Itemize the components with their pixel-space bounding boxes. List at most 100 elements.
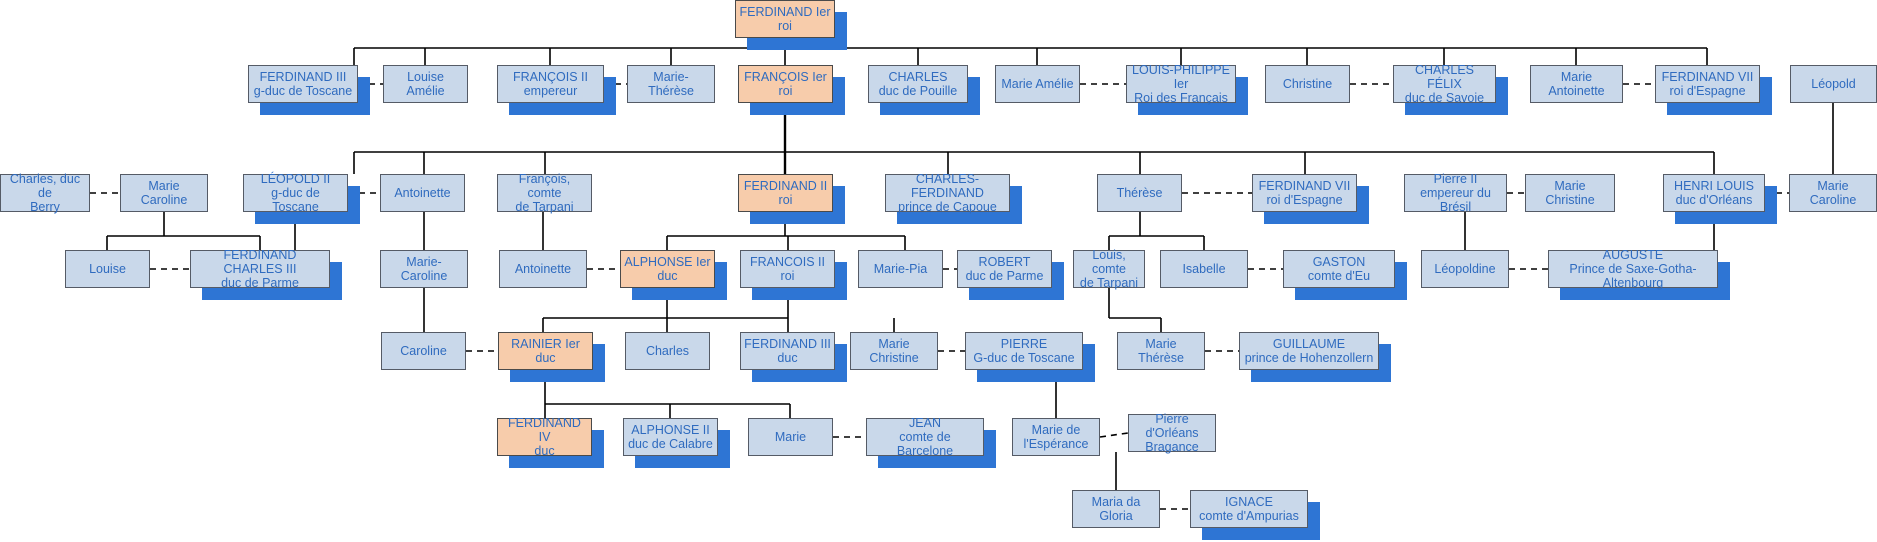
person-node[interactable]: Marie Christine <box>1525 174 1615 212</box>
person-node[interactable]: LOUIS-PHILIPPE Ier Roi des Français <box>1126 63 1236 105</box>
person-node[interactable]: Marie Christine <box>850 332 938 370</box>
person-label: FERDINAND CHARLES III duc de Parme <box>221 248 299 290</box>
person-node[interactable]: Thérèse <box>1097 174 1182 212</box>
person-label: FERDINAND VII roi d'Espagne <box>1661 70 1754 98</box>
person-node[interactable]: Pierre d'Orléans Bragance <box>1128 412 1216 454</box>
person-label: Pierre II empereur du Brésil <box>1420 172 1491 214</box>
person-label: RAINIER Ier duc <box>511 337 580 365</box>
person-label: Marie Christine <box>1545 179 1595 207</box>
person-label: IGNACE comte d'Ampurias <box>1199 495 1299 523</box>
person-node[interactable]: Christine <box>1265 65 1350 103</box>
person-node[interactable]: Marie Antoinette <box>1530 65 1623 103</box>
person-label: LÉOPOLD II g-duc de Toscane <box>260 172 331 214</box>
person-node[interactable]: FERDINAND III g-duc de Toscane <box>248 65 358 103</box>
person-node[interactable]: FERDINAND VII roi d'Espagne <box>1252 174 1357 212</box>
person-node[interactable]: Marie Caroline <box>120 174 208 212</box>
person-label: Antoinette <box>514 262 572 276</box>
person-node[interactable]: HENRI LOUIS duc d'Orléans <box>1663 174 1765 212</box>
person-label: Marie de l'Espérance <box>1023 423 1089 451</box>
person-label: Marie Caroline <box>140 179 188 207</box>
person-node[interactable]: Louis, comte de Tarpani <box>1073 248 1145 290</box>
person-node[interactable]: ROBERT duc de Parme <box>957 250 1052 288</box>
person-node[interactable]: Charles <box>625 332 710 370</box>
person-label: Marie Caroline <box>1809 179 1857 207</box>
person-label: Léopold <box>1811 77 1856 91</box>
person-label: LOUIS-PHILIPPE Ier Roi des Français <box>1132 63 1230 105</box>
person-label: CHARLES duc de Pouille <box>878 70 958 98</box>
person-label: ROBERT duc de Parme <box>965 255 1044 283</box>
person-node[interactable]: Antoinette <box>499 250 587 288</box>
person-node[interactable]: Isabelle <box>1160 250 1248 288</box>
person-label: Caroline <box>400 344 447 358</box>
person-label: FRANÇOIS Ier roi <box>744 70 827 98</box>
person-node[interactable]: FRANÇOIS Ier roi <box>738 65 833 103</box>
person-label: Isabelle <box>1182 262 1226 276</box>
person-node[interactable]: Louise <box>65 250 150 288</box>
person-label: FERDINAND III g-duc de Toscane <box>253 70 353 98</box>
person-node[interactable]: Marie-Pia <box>858 250 943 288</box>
person-label: FRANÇOIS II empereur <box>512 70 588 98</box>
person-label: Marie-Thérèse <box>648 70 694 98</box>
person-label: Thérèse <box>1116 186 1163 200</box>
person-node[interactable]: AUGUSTE Prince de Saxe-Gotha-Altenbourg <box>1548 248 1718 290</box>
person-node[interactable]: Pierre II empereur du Brésil <box>1404 172 1507 214</box>
person-node[interactable]: FERDINAND VII roi d'Espagne <box>1655 65 1760 103</box>
person-label: Pierre d'Orléans Bragance <box>1145 412 1199 454</box>
person-node[interactable]: Marie de l'Espérance <box>1012 418 1100 456</box>
person-node[interactable]: FERDINAND CHARLES III duc de Parme <box>190 248 330 290</box>
person-node[interactable]: Charles, duc de Berry <box>0 172 90 214</box>
person-label: HENRI LOUIS duc d'Orléans <box>1674 179 1754 207</box>
person-node[interactable]: FERDINAND IV duc <box>497 416 592 458</box>
person-node[interactable]: FERDINAND III duc <box>740 332 835 370</box>
person-label: CHARLES-FERDINAND prince de Capoue <box>898 172 997 214</box>
person-node[interactable]: Marie-Caroline <box>380 250 468 288</box>
person-label: FERDINAND III duc <box>744 337 831 365</box>
person-node[interactable]: Marie Thérèse <box>1117 332 1205 370</box>
person-node[interactable]: FRANÇOIS II empereur <box>497 65 604 103</box>
person-node[interactable]: Marie-Thérèse <box>627 65 715 103</box>
person-label: Louis, comte de Tarpani <box>1079 248 1139 290</box>
person-node[interactable]: IGNACE comte d'Ampurias <box>1190 490 1308 528</box>
person-node[interactable]: Léopoldine <box>1421 250 1509 288</box>
person-label: FERDINAND Ier roi <box>739 5 831 33</box>
person-label: Marie Amélie <box>1001 77 1074 91</box>
person-node[interactable]: CHARLES-FERDINAND prince de Capoue <box>885 172 1010 214</box>
person-node[interactable]: FRANCOIS II roi <box>740 250 835 288</box>
person-node[interactable]: Marie Amélie <box>995 65 1080 103</box>
person-node[interactable]: Maria da Gloria <box>1072 490 1160 528</box>
person-node[interactable]: ALPHONSE II duc de Calabre <box>623 418 718 456</box>
person-node[interactable]: Caroline <box>381 332 466 370</box>
person-node[interactable]: LÉOPOLD II g-duc de Toscane <box>243 172 348 214</box>
person-node[interactable]: CHARLES FÉLIX duc de Savoie <box>1393 63 1496 105</box>
person-node[interactable]: Léopold <box>1790 65 1877 103</box>
person-label: François, comte de Tarpani <box>515 172 574 214</box>
person-label: Louise <box>89 262 126 276</box>
person-node[interactable]: Marie Caroline <box>1789 174 1877 212</box>
person-node[interactable]: Louise Amélie <box>383 65 468 103</box>
person-label: Maria da Gloria <box>1091 495 1141 523</box>
person-label: Christine <box>1282 77 1333 91</box>
person-label: FERDINAND IV duc <box>508 416 581 458</box>
person-label: FERDINAND VII roi d'Espagne <box>1258 179 1351 207</box>
person-node[interactable]: RAINIER Ier duc <box>498 332 593 370</box>
person-label: GASTON comte d'Eu <box>1307 255 1371 283</box>
person-node[interactable]: JEAN comte de Barcelone <box>866 416 984 458</box>
person-node[interactable]: GUILLAUME prince de Hohenzollern <box>1239 332 1379 370</box>
person-label: Charles, duc de Berry <box>9 172 81 214</box>
person-label: PIERRE G-duc de Toscane <box>973 337 1075 365</box>
person-node[interactable]: Marie <box>748 418 833 456</box>
person-node[interactable]: PIERRE G-duc de Toscane <box>965 332 1083 370</box>
person-node[interactable]: FERDINAND Ier roi <box>735 0 835 38</box>
person-label: FRANCOIS II roi <box>749 255 825 283</box>
person-node[interactable]: FERDINAND II roi <box>738 174 833 212</box>
person-node[interactable]: Antoinette <box>380 174 465 212</box>
person-label: Léopoldine <box>1434 262 1496 276</box>
person-label: JEAN comte de Barcelone <box>896 416 954 458</box>
person-label: Marie-Caroline <box>400 255 448 283</box>
person-node[interactable]: François, comte de Tarpani <box>497 172 592 214</box>
person-node[interactable]: GASTON comte d'Eu <box>1283 250 1395 288</box>
person-node[interactable]: ALPHONSE Ier duc <box>620 250 715 288</box>
person-label: Marie Christine <box>869 337 919 365</box>
person-node[interactable]: CHARLES duc de Pouille <box>868 65 968 103</box>
